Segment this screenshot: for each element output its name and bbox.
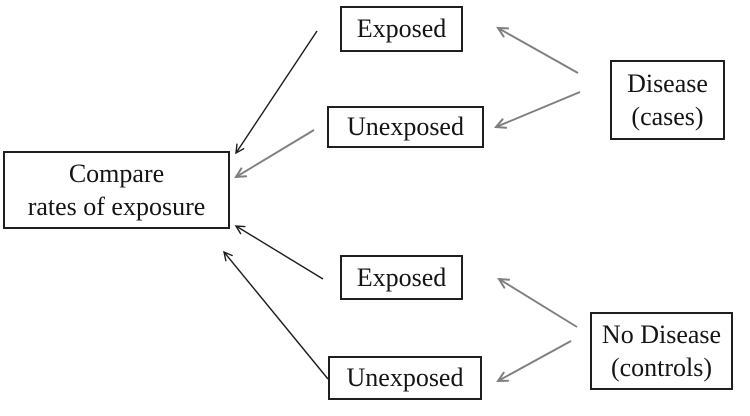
arrow-exposed-controls-to-compare bbox=[234, 225, 324, 280]
node-exposed-cases-label: Exposed bbox=[356, 14, 447, 44]
arrow-unexposed-cases-to-compare bbox=[234, 129, 315, 179]
arrow-exposed-cases-to-compare bbox=[235, 30, 318, 155]
node-unexposed-controls-label: Unexposed bbox=[346, 363, 464, 393]
arrow-no-disease-to-unexposed-controls bbox=[496, 340, 572, 383]
node-unexposed-cases: Unexposed bbox=[327, 106, 484, 148]
arrow-no-disease-to-exposed-controls bbox=[497, 277, 578, 328]
node-disease-line1: Disease bbox=[627, 68, 708, 98]
node-no-disease-line1: No Disease bbox=[601, 319, 722, 349]
node-disease-cases: Disease (cases) bbox=[610, 60, 725, 140]
arrow-disease-to-exposed-cases bbox=[496, 26, 579, 74]
node-compare-rates-of-exposure: Compare rates of exposure bbox=[3, 151, 230, 229]
node-unexposed-controls: Unexposed bbox=[328, 356, 482, 400]
node-disease-line2: (cases) bbox=[631, 102, 704, 131]
node-exposed-controls: Exposed bbox=[340, 255, 463, 300]
node-no-disease-controls: No Disease (controls) bbox=[590, 312, 733, 390]
node-compare-line1: Compare bbox=[68, 158, 165, 188]
node-compare-line2: rates of exposure bbox=[27, 192, 206, 221]
node-unexposed-cases-label: Unexposed bbox=[347, 112, 464, 142]
node-no-disease-line2: (controls) bbox=[610, 353, 713, 382]
arrow-unexposed-controls-to-compare bbox=[223, 250, 329, 380]
node-exposed-controls-label: Exposed bbox=[356, 262, 447, 292]
node-exposed-cases: Exposed bbox=[340, 6, 463, 52]
arrow-disease-to-unexposed-cases bbox=[493, 91, 581, 129]
